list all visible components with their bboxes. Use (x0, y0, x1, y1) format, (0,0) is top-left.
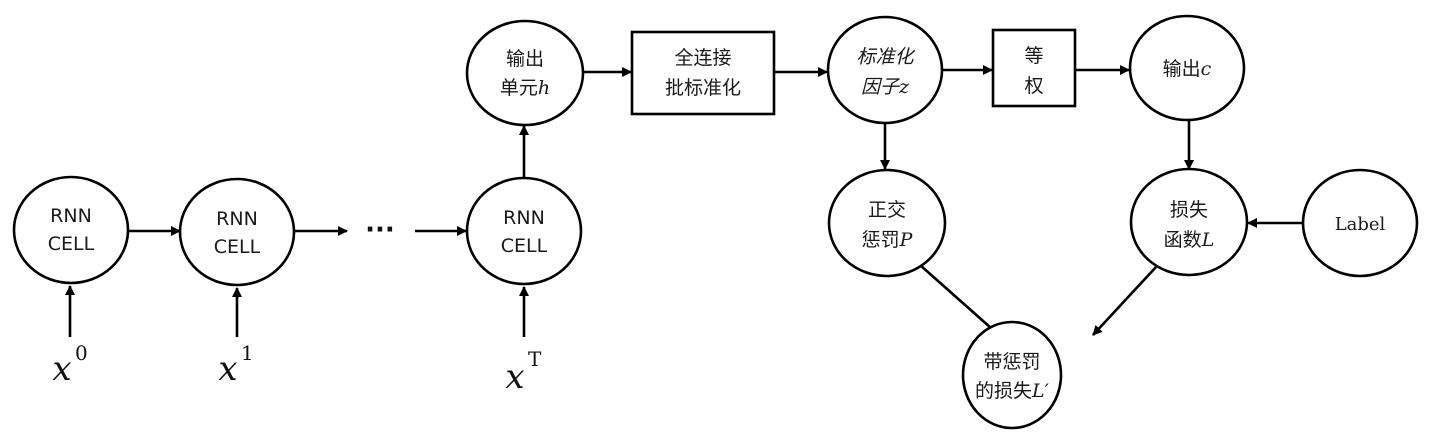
normalized-factor-z-line1: 标准化 (856, 46, 915, 68)
input-x1-sup: 1 (241, 341, 254, 365)
loss-function-line2: 函数L (1164, 229, 1215, 251)
input-x1: x 1 (218, 341, 253, 389)
rnn-cell-1-line1: RNN (216, 208, 258, 230)
input-x1-base: x (218, 349, 237, 389)
rnn-cell-1: RNN CELL (178, 177, 296, 287)
loss-function-line1: 损失 (1170, 199, 1208, 221)
orthogonal-penalty-line1: 正交 (868, 199, 906, 221)
rnn-cell-0-shape (12, 175, 130, 285)
penalized-loss-line2: 的损失L′ (975, 380, 1050, 402)
ellipsis: ··· (365, 215, 395, 245)
fc-batchnorm-box: 全连接 批标准化 (630, 30, 776, 116)
equal-weight-line2: 权 (1024, 75, 1043, 97)
normalized-factor-z-line2: 因子z (861, 76, 910, 98)
penalized-loss: 带惩罚 的损失L′ (961, 320, 1063, 430)
output-unit-h: 输出 单元h (465, 19, 585, 127)
edges (65, 65, 1302, 337)
output-c-line1: 输出c (1163, 58, 1212, 80)
penalized-loss-line1: 带惩罚 (983, 351, 1040, 373)
orthogonal-penalty-p: 正交 惩罚P (827, 168, 947, 278)
output-c-shape (1128, 14, 1246, 122)
rnn-cell-0-line1: RNN (50, 205, 92, 227)
orthogonal-penalty-line2: 惩罚P (862, 229, 914, 251)
normalized-factor-z: 标准化 因子z (826, 15, 944, 125)
input-xT: x T (505, 347, 542, 397)
edge-ortho-p-to-penalized-loss (919, 264, 1001, 337)
rnn-cell-0-line2: CELL (48, 233, 95, 255)
rnn-cell-T-line1: RNN (503, 207, 545, 229)
output-c: 输出c (1128, 14, 1246, 122)
loss-function-l: 损失 函数L (1129, 167, 1249, 277)
label-node: Label (1301, 168, 1419, 278)
rnn-cell-T-line2: CELL (501, 235, 548, 257)
input-x0-sup: 0 (75, 341, 88, 365)
input-x0: x 0 (52, 341, 87, 389)
penalized-loss-shape (961, 320, 1063, 430)
loss-function-l-shape (1129, 167, 1249, 277)
edge-loss-l-to-penalized-loss (1092, 266, 1157, 336)
orthogonal-penalty-p-shape (827, 168, 947, 278)
rnn-cell-0: RNN CELL (12, 175, 130, 285)
output-unit-h-line2: 单元h (500, 77, 550, 99)
fc-batchnorm-box-shape (630, 30, 776, 116)
input-xT-base: x (505, 357, 524, 397)
input-xT-sup: T (528, 347, 542, 371)
label-node-text: Label (1335, 214, 1386, 235)
label-node-shape (1301, 168, 1419, 278)
fc-batchnorm-line1: 全连接 (674, 47, 731, 69)
fc-batchnorm-line2: 批标准化 (665, 77, 741, 99)
input-x0-base: x (52, 349, 71, 389)
normalized-factor-z-shape (826, 15, 944, 125)
rnn-cell-T: RNN CELL (465, 176, 583, 286)
rnn-cell-1-shape (178, 177, 296, 287)
output-unit-h-shape (465, 19, 585, 127)
equal-weight-line1: 等 (1024, 45, 1043, 67)
rnn-cell-T-shape (465, 176, 583, 286)
equal-weight-box: 等 权 (991, 28, 1077, 108)
output-unit-h-line1: 输出 (506, 48, 544, 70)
equal-weight-box-shape (991, 28, 1077, 108)
rnn-cell-1-line2: CELL (214, 236, 261, 258)
